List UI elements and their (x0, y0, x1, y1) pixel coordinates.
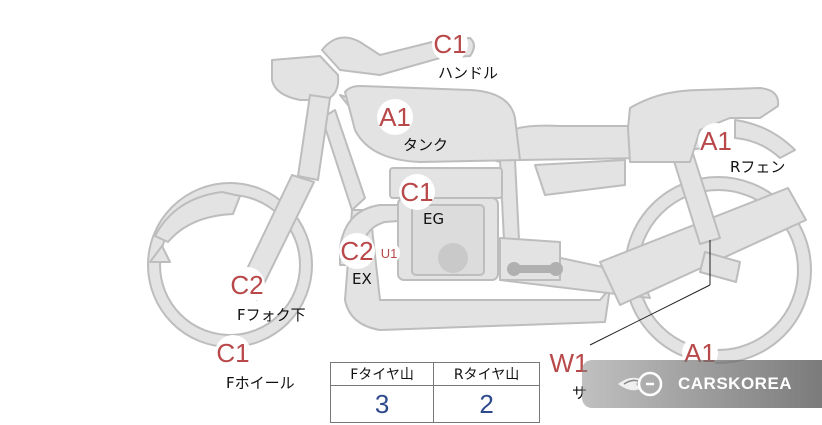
callout-line (589, 284, 711, 346)
front-wheel-damage-tag[interactable]: C1 (215, 335, 251, 371)
front-tire-header: Fタイヤ山 (329, 362, 435, 386)
tank-damage-tag[interactable]: A1 (377, 99, 413, 135)
front-wheel-label: Fホイール (226, 374, 295, 392)
handle-damage-tag[interactable]: C1 (432, 26, 468, 62)
handle-label: ハンドル (438, 64, 499, 82)
rear-tire-header: Rタイヤ山 (433, 362, 540, 386)
engine-damage-tag[interactable]: C1 (399, 174, 435, 210)
tire-tread-table: Fタイヤ山 Rタイヤ山 3 2 (329, 362, 540, 423)
lower-frame (344, 209, 611, 331)
rear-fender-damage-tag[interactable]: A1 (698, 123, 734, 159)
side-cover (534, 159, 626, 196)
carskorea-watermark: CARSKOREA (582, 360, 822, 408)
carskorea-logo-icon (618, 371, 663, 397)
watermark-text: CARSKOREA (678, 374, 793, 393)
engine-label: EG (423, 210, 445, 228)
exhaust-label: EX (352, 270, 372, 288)
muffler (599, 187, 807, 306)
front-fork-damage-tag[interactable]: C2 (229, 267, 265, 303)
exhaust-sub-tag[interactable]: U1 (378, 242, 400, 264)
exhaust-damage-tag[interactable]: C2 (339, 233, 375, 269)
front-fork-label: Fフォク下 (237, 306, 306, 324)
front-fender (154, 191, 241, 243)
bottom-damage-tag[interactable]: W1 (550, 345, 589, 381)
rear-tire-value: 2 (433, 385, 540, 423)
rear-fender-label: Rフェン (730, 158, 786, 176)
headlight (271, 55, 340, 101)
tank-label: タンク (403, 136, 449, 154)
engine (389, 167, 563, 281)
front-tire-value: 3 (329, 385, 435, 423)
